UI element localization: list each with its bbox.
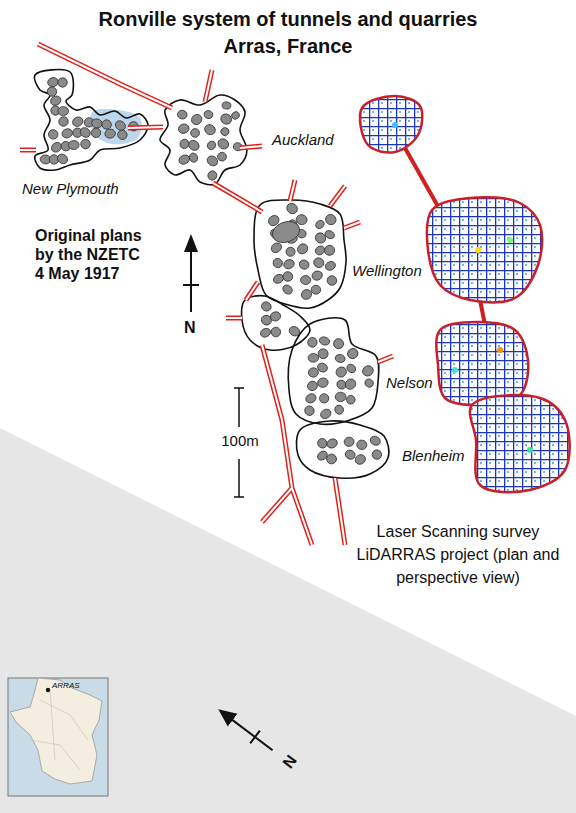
quarry-name: Blenheim bbox=[402, 447, 465, 465]
north-arrow bbox=[220, 708, 278, 757]
quarry-name: New Plymouth bbox=[22, 180, 119, 198]
inset-place-name: ARRAS bbox=[52, 681, 80, 691]
inset-map bbox=[8, 678, 108, 796]
quarry-name: Auckland bbox=[272, 131, 334, 149]
quarry-name: Nelson bbox=[386, 374, 433, 392]
north-label: N bbox=[184, 318, 196, 337]
scan-plan bbox=[360, 96, 570, 492]
source-note: Original plans by the NZETC 4 May 1917 bbox=[35, 226, 147, 284]
north-arrow bbox=[183, 234, 199, 312]
quarry-name: Wellington bbox=[352, 262, 422, 280]
nzetc-plan bbox=[20, 44, 393, 545]
survey-note: Laser Scanning survey LiDARRAS project (… bbox=[352, 520, 564, 590]
map-title: Ronville system of tunnels and quarries … bbox=[73, 6, 503, 60]
scale-label: 100m bbox=[210, 432, 270, 450]
